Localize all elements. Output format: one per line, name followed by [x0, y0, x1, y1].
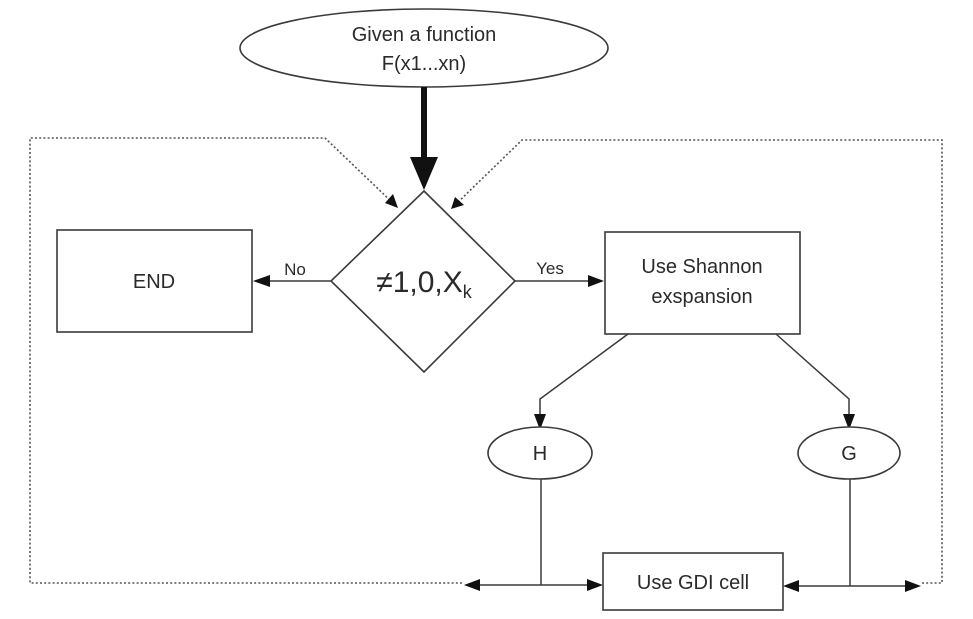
feedback-loop-right: [454, 139, 943, 584]
start-label-line2: F(x1...xn): [382, 53, 466, 75]
feedback-loop-left: [29, 137, 462, 584]
feedback-left-arrowhead: [385, 194, 398, 208]
yes-arrowhead: [588, 275, 604, 287]
start-label-line1: Given a function: [352, 24, 497, 46]
g-label: G: [841, 443, 857, 465]
gdi-node[interactable]: Use GDI cell: [602, 552, 784, 611]
edge-shannon-to-g: [775, 333, 850, 420]
decision-label: ≠1,0,Xk: [376, 266, 473, 302]
decision-subscript: k: [463, 282, 473, 302]
gdi-label: Use GDI cell: [637, 572, 749, 594]
end-node[interactable]: END: [56, 229, 253, 333]
g-branch-right-arrowhead: [905, 580, 921, 592]
no-arrowhead: [253, 275, 270, 287]
g-arrowhead: [843, 414, 855, 430]
g-branch-left-arrowhead: [783, 580, 799, 592]
thick-arrowhead: [410, 157, 438, 190]
h-branch-left-arrowhead: [464, 579, 480, 591]
shannon-label-line2: exspansion: [651, 286, 752, 308]
edge-label-yes: Yes: [536, 259, 564, 278]
feedback-right-arrowhead: [451, 197, 464, 209]
edge-label-no: No: [284, 260, 306, 279]
g-node[interactable]: G: [797, 426, 901, 480]
decision-condition: ≠1,0,X: [376, 266, 463, 299]
end-label: END: [133, 271, 175, 293]
h-label: H: [533, 443, 547, 465]
shannon-label-line1: Use Shannon: [641, 256, 762, 278]
shannon-node[interactable]: Use Shannon exspansion: [604, 231, 801, 335]
h-branch-right-arrowhead: [587, 579, 603, 591]
start-node[interactable]: Given a function F(x1...xn): [239, 8, 609, 88]
h-node[interactable]: H: [487, 426, 593, 480]
edge-shannon-to-h: [539, 333, 629, 420]
decision-node[interactable]: ≠1,0,Xk: [329, 189, 517, 374]
h-arrowhead: [534, 414, 546, 430]
